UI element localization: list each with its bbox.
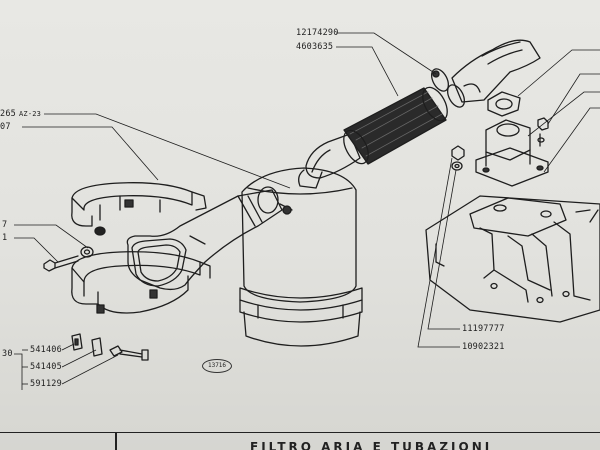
title-block-divider (115, 433, 117, 450)
drawing-reference-number: 13716 (202, 359, 232, 373)
air-filter-housing (239, 167, 363, 347)
engine-manifold (425, 195, 600, 323)
part-number-group-2: 541405 (30, 362, 62, 372)
part-number-stud-1: 11197777 (462, 324, 505, 334)
mounting-bracket-upper (71, 182, 207, 227)
title-block (0, 432, 600, 450)
part-number-hose-clamp: 12174290 (296, 28, 339, 38)
upper-elbow-pipe (451, 39, 541, 103)
corrugated-hose (343, 86, 448, 165)
bolt-assembly-left (43, 226, 106, 272)
hardware-group-bottom-left (71, 333, 149, 361)
flange-adapter (475, 119, 549, 187)
small-bolt-right (537, 117, 549, 147)
part-number-group-1: 541406 (30, 345, 62, 355)
part-number-side-top-suffix: AZ-23 (19, 110, 42, 118)
leader-lines (14, 32, 600, 390)
gasket (487, 91, 521, 117)
group-prefix: 30 (2, 349, 13, 359)
part-number-side-top: 265 (0, 109, 16, 119)
intake-horn (126, 186, 293, 291)
cone-elbow (305, 133, 361, 179)
mounting-bracket-lower (71, 251, 211, 314)
stud-and-washer (451, 145, 465, 171)
part-number-side-second: 07 (0, 122, 11, 132)
part-number-hose: 4603635 (296, 42, 334, 52)
part-number-side-fourth: 1 (2, 233, 8, 243)
part-number-group-3: 591129 (30, 379, 62, 389)
part-number-stud-2: 10902321 (462, 342, 505, 352)
page-title: FILTRO ARIA E TUBAZIONI (250, 440, 493, 450)
part-number-side-third: 7 (2, 220, 8, 230)
